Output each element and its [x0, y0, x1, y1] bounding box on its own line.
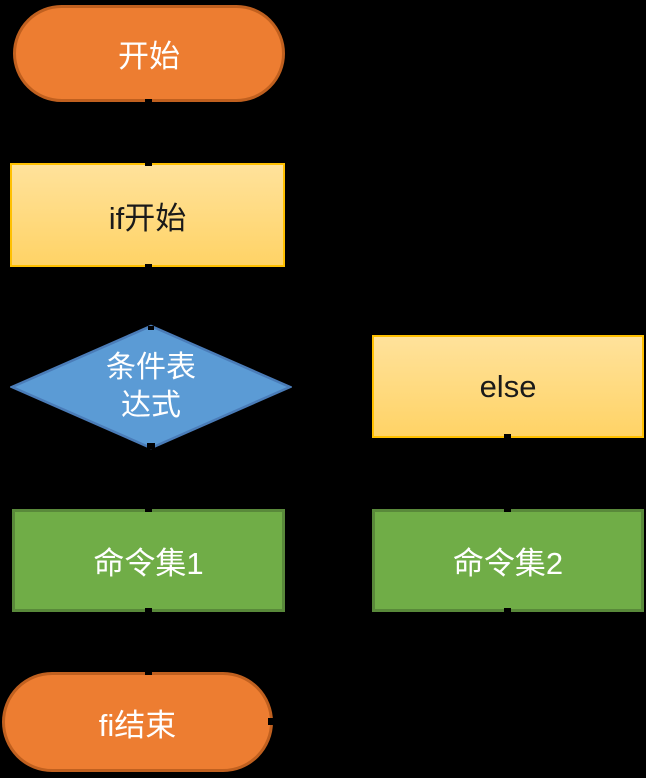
connector-dot: [504, 434, 511, 441]
node-label-condition-line2: 达式: [121, 389, 181, 422]
connector-dot: [145, 161, 152, 166]
connector-dot: [145, 506, 152, 512]
connector-dot: [148, 326, 154, 330]
flowchart-node-if-start: if开始: [10, 163, 285, 267]
flowchart-node-commands1: 命令集1: [12, 509, 285, 612]
node-label-commands2: 命令集2: [452, 546, 564, 581]
connector-dot: [145, 99, 152, 106]
node-label-else: else: [479, 368, 537, 404]
connector-dot: [145, 264, 152, 271]
connector-dot: [145, 669, 152, 675]
connector-dot: [504, 506, 511, 512]
connector-dot: [147, 443, 155, 449]
node-label-if-start: if开始: [108, 200, 187, 236]
node-label-commands1: 命令集1: [93, 546, 204, 581]
connector-dot: [504, 608, 511, 615]
flowchart-node-end: fi结束: [2, 672, 273, 772]
node-label-condition-line1: 条件表: [106, 351, 196, 384]
node-label-start: 开始: [118, 39, 180, 74]
flowchart-node-condition: 条件表 达式: [12, 326, 290, 448]
flowchart-node-else: else: [372, 335, 644, 438]
node-label-end: fi结束: [98, 707, 177, 743]
connector-dot: [268, 718, 276, 725]
flowchart-node-commands2: 命令集2: [372, 509, 644, 612]
connector-dot: [145, 608, 152, 615]
flowchart-node-start: 开始: [13, 5, 285, 102]
